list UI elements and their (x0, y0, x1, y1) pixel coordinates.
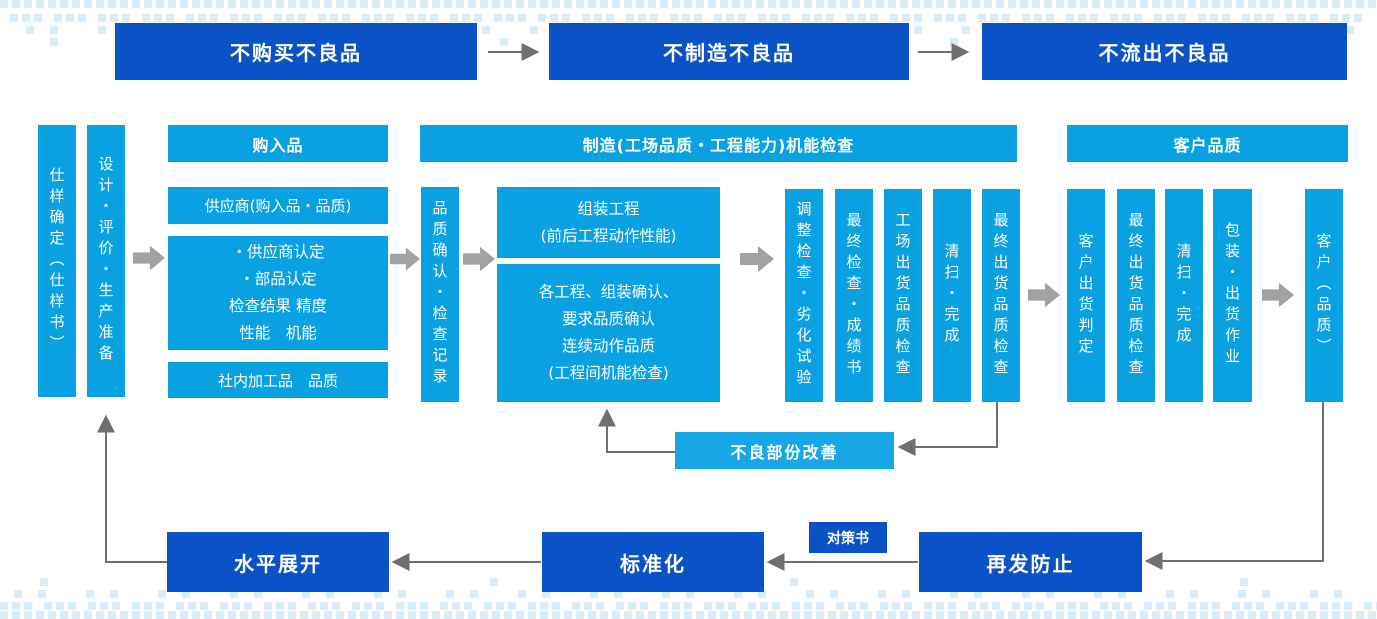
recurrence-prevention-box: 再发防止 (919, 532, 1142, 592)
flow-arrow-icon (463, 246, 495, 272)
process-confirm-box: 各工程、组装确认、 要求品质确认 连续动作品质 (工程间机能检查) (497, 264, 720, 402)
column-customer-cleaning: 清扫・完成 (1165, 189, 1203, 402)
column-final-shipment-check: 最终出货品质检查 (982, 189, 1020, 402)
column-design-eval: 设计・评价・生产准备 (87, 125, 125, 397)
column-factory-shipment-check: 工场出货品质检查 (884, 189, 922, 402)
customer-section-header: 客户品质 (1067, 125, 1348, 162)
supplier-box: 供应商(购入品・品质) (168, 187, 388, 224)
flow-step-no-release-defects: 不流出不良品 (982, 23, 1347, 80)
flow-arrow-icon (390, 247, 420, 271)
horizontal-deploy-box: 水平展开 (167, 532, 389, 592)
column-customer-shipment-judge: 客户出货判定 (1067, 189, 1105, 402)
manufacture-section-header: 制造(工场品质・工程能力)机能检查 (420, 125, 1017, 162)
purchase-section-header: 购入品 (168, 125, 388, 162)
countermeasure-doc-tag: 对策书 (809, 522, 887, 553)
defect-improvement-box: 不良部份改善 (675, 432, 894, 469)
supplier-certify-box: ・供应商认定 ・部品认定 检查结果 精度 性能 机能 (168, 236, 388, 350)
line-customer-to-recurrence (1144, 402, 1324, 570)
standardize-box: 标准化 (542, 532, 764, 592)
decor-dots-row (10, 14, 1368, 22)
column-cleaning-finish: 清扫・完成 (933, 189, 971, 402)
flow-step-no-make-defects: 不制造不良品 (549, 23, 909, 80)
decor-dots-row (14, 590, 1370, 598)
column-customer-quality: 客户（品质） (1305, 189, 1343, 402)
flow-arrow-icon (740, 246, 774, 272)
column-final-inspection: 最终检查・成绩书 (835, 189, 873, 402)
decor-dots-row (0, 0, 1377, 8)
column-adjust-inspection: 调整检查・劣化试验 (785, 189, 823, 402)
decor-dots-row (0, 611, 1377, 619)
assembly-process-box: 组装工程 (前后工程动作性能) (497, 187, 720, 258)
column-spec-confirm: 仕样确定（仕样书） (38, 125, 76, 397)
column-quality-confirm: 品质确认・检查记录 (421, 187, 459, 402)
line-improve-to-process (598, 408, 675, 453)
column-customer-final-check: 最终出货品质检查 (1117, 189, 1155, 402)
flow-arrow-icon (1028, 282, 1060, 308)
decor-dots-row (0, 602, 1377, 610)
line-finalcheck-to-improve (897, 402, 998, 456)
line-horizontal-to-design (97, 414, 167, 563)
flow-arrow-icon (133, 245, 165, 271)
column-packing-shipping: 包装・出货作业 (1213, 189, 1252, 402)
flow-arrow-icon (1262, 282, 1294, 308)
flow-step-no-buy-defects: 不购买不良品 (115, 23, 477, 80)
internal-parts-box: 社内加工品 品质 (168, 362, 388, 398)
